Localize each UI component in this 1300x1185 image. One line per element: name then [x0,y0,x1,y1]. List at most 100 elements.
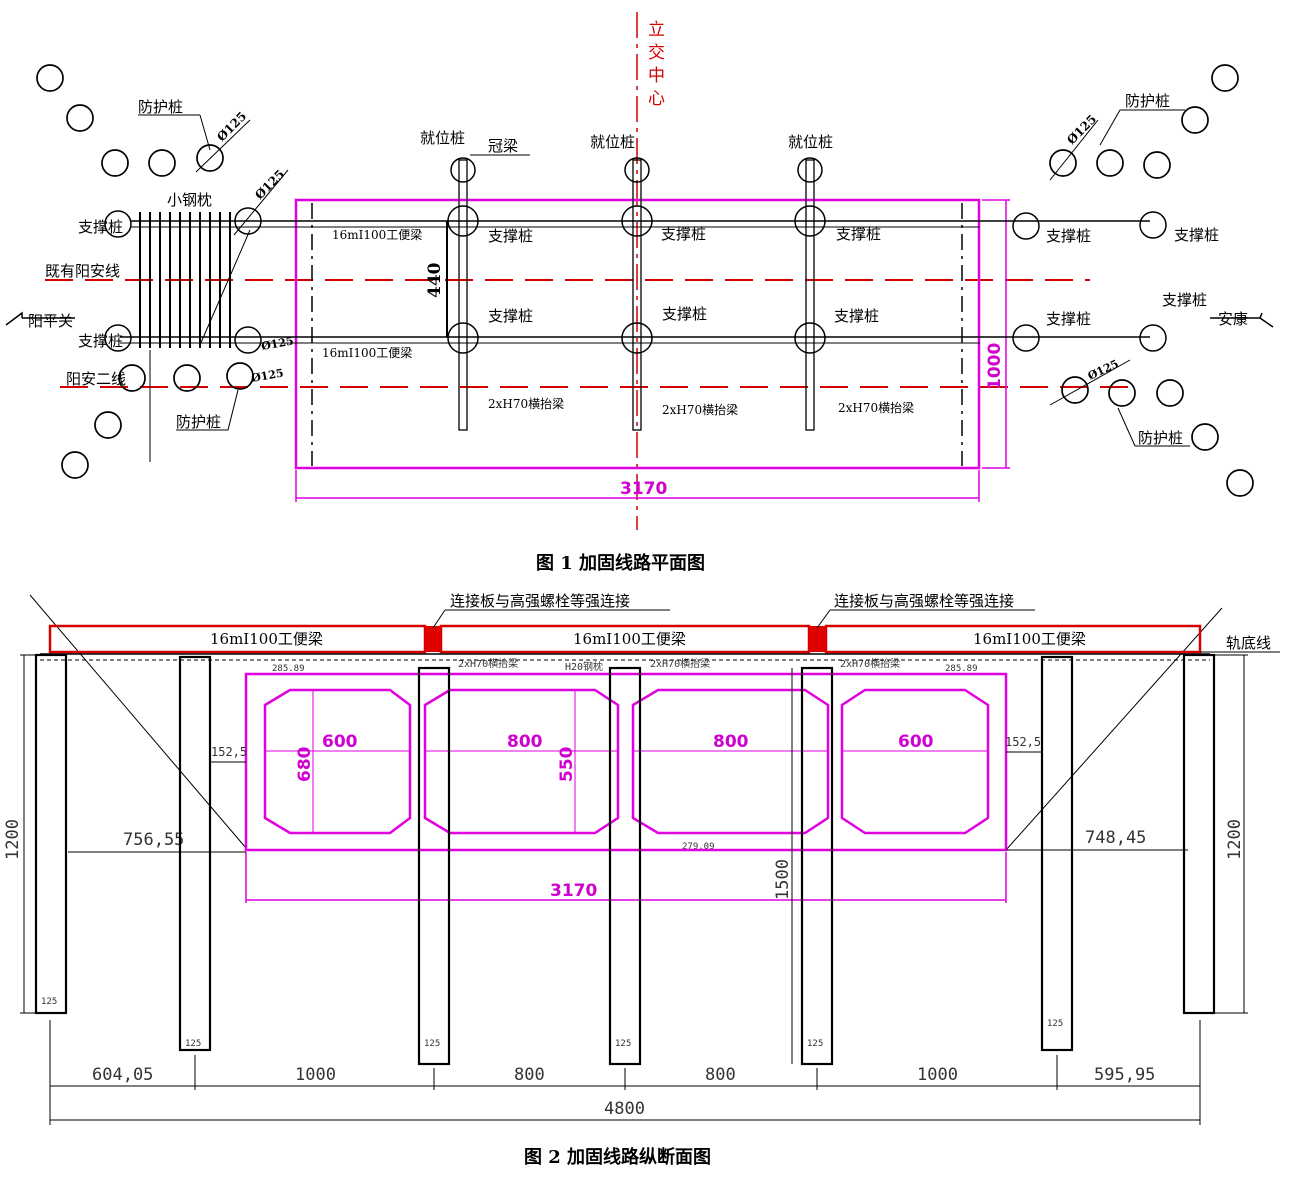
cross-beam-label-1: 2xH70横抬梁 [488,396,564,411]
cross-beam-3 [805,159,815,431]
beam-label-2: 16mI100工便梁 [573,630,686,648]
span-2: 1000 [295,1065,336,1085]
support-label-6: 支撑桩 [834,307,879,325]
connection-label-2: 连接板与高强螺栓等强连接 [834,592,1014,610]
support-pile-3 [794,205,826,237]
support-label-1: 支撑桩 [488,227,533,245]
span-6: 595,95 [1094,1065,1155,1085]
cap-beam-label: 冠梁 [488,137,518,155]
guard-piles-left [36,64,254,479]
dia-label-6: Ø125 [1086,357,1121,383]
pile-1 [34,653,68,1015]
cell-width-1: 600 [322,732,358,752]
position-pile-label-3: 就位桩 [788,133,833,151]
dia-label-5: Ø125 [1064,112,1099,147]
dia-label-2: Ø125 [252,167,287,202]
line2-label: 阳安二线 [66,370,126,388]
support-pile-2 [621,205,653,237]
support-label-left-bottom: 支撑桩 [78,332,123,350]
sleeper-label: H20钢枕 [565,660,603,673]
span-5: 1000 [917,1065,958,1085]
cell-height-550: 550 [557,746,577,782]
guard-label-left-bottom: 防护桩 [176,413,221,431]
support-pile-6 [794,322,826,354]
support-pile-1 [447,205,479,237]
support-label-right-4: 支撑桩 [1162,291,1207,309]
cell-3 [631,688,830,835]
support-label-right-3: 支撑桩 [1046,310,1091,328]
height-dim: 1000 [985,343,1005,390]
cross-beam-sec-1: 2xH70横抬梁 [458,657,518,670]
direction-left: 阳平关 [28,312,73,330]
pile-6 [1040,655,1074,1052]
dia-label-4: Ø125 [250,367,284,385]
pile-dia-1: 125 [41,997,57,1007]
box-width-dim: 3170 [550,881,597,901]
span-1: 604,05 [92,1065,153,1085]
guard-label-right-top: 防护桩 [1125,92,1170,110]
support-label-5: 支撑桩 [662,305,707,323]
support-pile-4 [447,322,479,354]
height-1500: 1500 [773,859,793,900]
dia-label-3: Ø125 [260,335,294,353]
side-dim-left: 756,55 [123,830,184,850]
cross-beam-label-2: 2xH70横抬梁 [662,402,738,417]
pile-2 [178,655,212,1052]
center-char-1: 立 [648,20,665,40]
support-label-2: 支撑桩 [661,225,706,243]
pile-dia-3: 125 [424,1039,440,1049]
position-pile-3 [797,157,823,183]
elev-bottom: 279.09 [682,842,715,852]
position-pile-label-1: 就位桩 [420,129,465,147]
reinforce-boundary [294,198,981,470]
support-label-4: 支撑桩 [488,307,533,325]
height-left: 1200 [3,819,23,860]
small-sleepers [139,212,231,348]
cell-height-680: 680 [295,746,315,782]
dia-label-1: Ø125 [214,109,249,144]
connection-plate-2 [809,626,826,652]
track-spacing-dim: 440 [425,262,445,298]
support-pile-5 [621,322,653,354]
fig2-caption: 图 2 加固线路纵断面图 [524,1146,711,1168]
cross-beam-sec-3: 2xH70横抬梁 [840,657,900,670]
position-pile-1 [450,157,476,183]
cell-width-2: 800 [507,732,543,752]
fig2-section: 16mI100工便梁 16mI100工便梁 16mI100工便梁 连接板与高强螺… [3,592,1280,1168]
position-pile-label-2: 就位桩 [590,133,635,151]
cross-beam-label-3: 2xH70横抬梁 [838,400,914,415]
support-label-right-1: 支撑桩 [1046,227,1091,245]
pile-dia-2: 125 [185,1039,201,1049]
cell-2 [423,688,620,835]
cross-beam-1 [458,159,468,431]
cell-4 [840,688,990,835]
connection-label-1: 连接板与高强螺栓等强连接 [450,592,630,610]
center-char-2: 交 [648,43,665,63]
box-culvert [244,672,1008,852]
pile-3 [417,666,451,1066]
cell-width-4: 600 [898,732,934,752]
connection-plate-1 [425,626,441,652]
fig1-plan: 立 交 中 心 既有阳安线 阳安二线 3170 1000 16mI100工便梁 … [5,12,1274,574]
side-dim-right: 748,45 [1085,828,1146,848]
guard-piles-right [1049,64,1254,497]
cell-width-3: 800 [713,732,749,752]
main-beam-label-bottom: 16mI100工便梁 [322,345,412,360]
center-char-4: 心 [648,89,665,109]
total-length: 4800 [604,1099,645,1119]
cell-1 [263,688,412,835]
cross-beam-2 [632,159,642,431]
elev-top-right: 285.89 [945,664,978,674]
center-char-3: 中 [648,66,665,86]
support-label-left-top: 支撑桩 [78,218,123,236]
pile-4 [608,666,642,1066]
height-right: 1200 [1225,819,1245,860]
cross-beam-sec-2: 2xH70横抬梁 [650,657,710,670]
beam-label-3: 16mI100工便梁 [973,630,1086,648]
small-sleeper-label: 小钢枕 [167,191,212,209]
pile-dia-4: 125 [615,1039,631,1049]
support-label-right-2: 支撑桩 [1174,226,1219,244]
guard-label-right-bottom: 防护桩 [1138,429,1183,447]
pile-7 [1182,653,1216,1015]
support-label-3: 支撑桩 [836,225,881,243]
